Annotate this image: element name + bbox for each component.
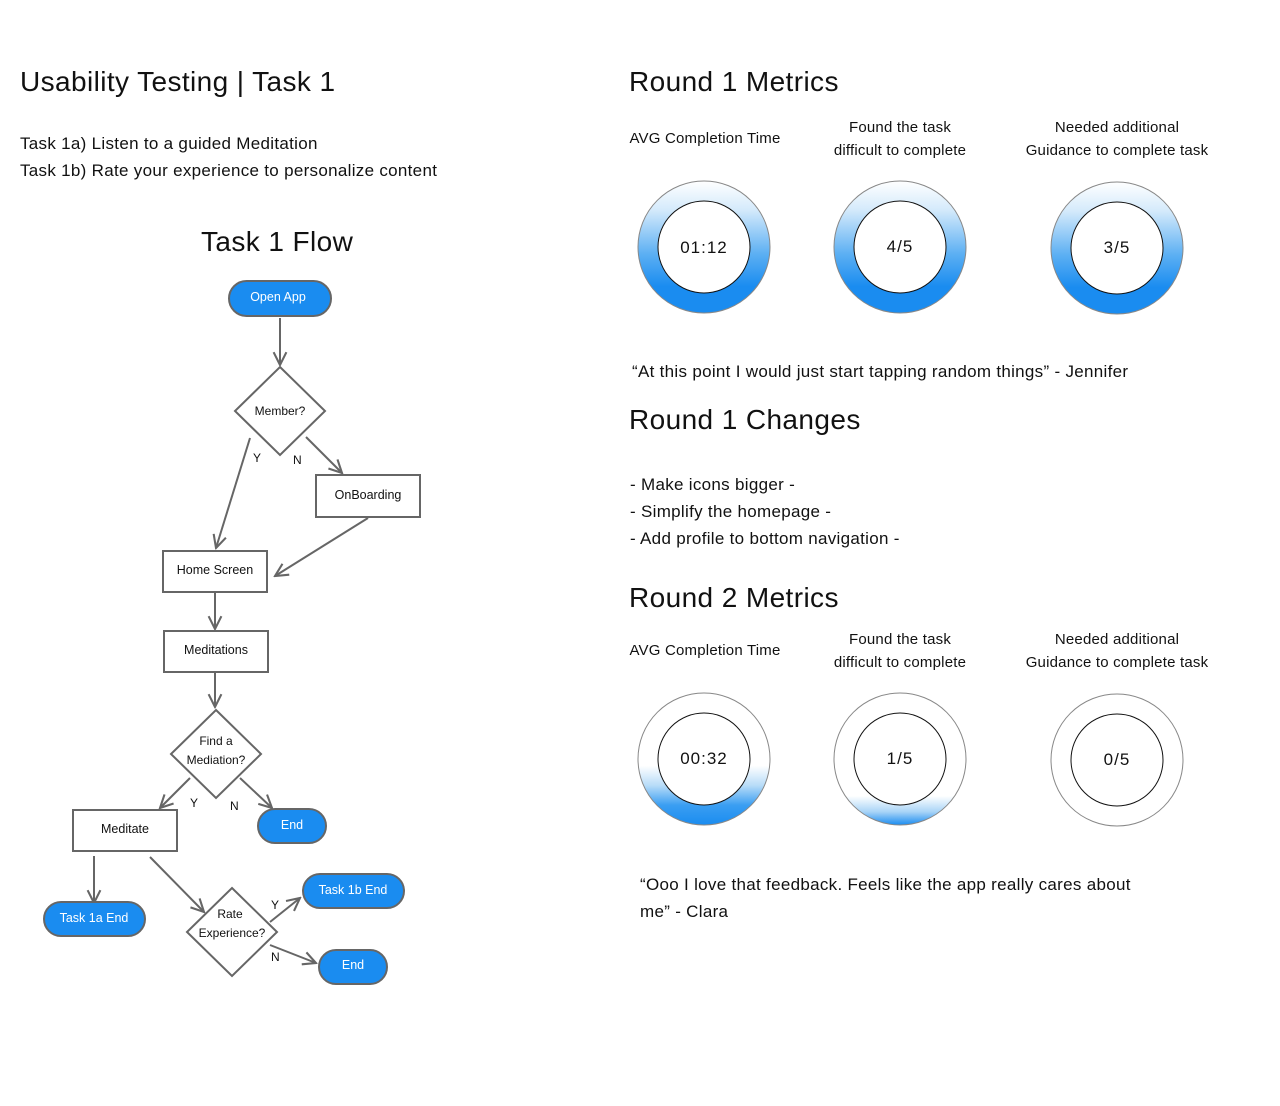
edge-find-no bbox=[239, 777, 272, 808]
node-task1a-end-label: Task 1a End bbox=[60, 911, 129, 925]
round1-gauge-avg: 01:12 bbox=[637, 180, 771, 314]
round1-guidance-label: Needed additional Guidance to complete t… bbox=[1007, 116, 1227, 162]
round2-guidance-label-line1: Needed additional bbox=[1054, 631, 1180, 648]
edge-label-find-yes: Y bbox=[190, 796, 198, 810]
round1-difficult-label-line2: difficult to complete bbox=[833, 142, 967, 159]
node-end-rate-label: End bbox=[342, 958, 364, 972]
node-member-label: Member? bbox=[255, 404, 306, 418]
node-end-find-label: End bbox=[281, 818, 303, 832]
node-task1b-end-label: Task 1b End bbox=[319, 883, 388, 897]
round2-difficult-label-line2: difficult to complete bbox=[833, 654, 967, 671]
round1-avg-value: 01:12 bbox=[680, 238, 728, 257]
edge-label-find-no: N bbox=[230, 799, 239, 813]
edge-onboarding-to-home bbox=[275, 517, 369, 576]
task-1b-text: Task 1b) Rate your experience to persona… bbox=[20, 161, 438, 180]
round1-changes-title: Round 1 Changes bbox=[629, 404, 861, 435]
node-find-meditation-decision: Find a Mediation? bbox=[169, 708, 263, 800]
page-title: Usability Testing | Task 1 bbox=[20, 66, 336, 97]
node-home-screen: Home Screen bbox=[162, 550, 268, 593]
node-task1b-end: Task 1b End bbox=[302, 873, 405, 909]
edge-meditate-to-rate bbox=[149, 856, 204, 912]
node-task1a-end: Task 1a End bbox=[43, 901, 146, 937]
round2-avg-value: 00:32 bbox=[680, 749, 728, 768]
round2-gauge-difficult: 1/5 bbox=[833, 692, 967, 826]
round1-gauges: 01:12 4/5 3/5 bbox=[637, 180, 1184, 315]
node-onboarding: OnBoarding bbox=[315, 474, 421, 518]
round2-metrics-title: Round 2 Metrics bbox=[629, 582, 839, 613]
node-open-app: Open App bbox=[228, 280, 332, 317]
edge-find-yes bbox=[160, 777, 191, 808]
round2-gauge-avg: 00:32 bbox=[637, 692, 771, 826]
round2-quote: “Ooo I love that feedback. Feels like th… bbox=[640, 875, 1131, 921]
edge-rate-yes bbox=[269, 898, 300, 923]
node-rate-label-1: Rate bbox=[217, 907, 243, 921]
round2-guidance-label-line2: Guidance to complete task bbox=[1025, 654, 1209, 671]
edge-label-rate-no: N bbox=[271, 950, 280, 964]
round1-guidance-label-line2: Guidance to complete task bbox=[1025, 142, 1209, 159]
edge-label-rate-yes: Y bbox=[271, 898, 279, 912]
node-meditate: Meditate bbox=[72, 809, 178, 852]
round1-difficult-value: 4/5 bbox=[887, 237, 914, 256]
round1-quote: “At this point I would just start tappin… bbox=[632, 362, 1129, 381]
edge-rate-no bbox=[269, 944, 316, 963]
node-rate-label-2: Experience? bbox=[199, 926, 266, 940]
node-end-find: End bbox=[257, 808, 327, 844]
node-end-rate: End bbox=[318, 949, 388, 985]
node-rate-decision: Rate Experience? bbox=[185, 886, 279, 978]
edge-member-yes bbox=[216, 437, 251, 548]
edge-label-member-yes: Y bbox=[253, 451, 261, 465]
round2-guidance-value: 0/5 bbox=[1104, 750, 1131, 769]
round2-guidance-label: Needed additional Guidance to complete t… bbox=[1007, 628, 1227, 674]
node-home-screen-label: Home Screen bbox=[177, 563, 253, 577]
round2-difficult-label: Found the task difficult to complete bbox=[800, 628, 1000, 674]
edge-label-member-no: N bbox=[293, 453, 302, 467]
change-item: - Simplify the homepage - bbox=[630, 502, 832, 521]
task-flow-diagram: Y N Y N Y N Open App Member? OnBoarding … bbox=[43, 280, 421, 985]
node-member-decision: Member? bbox=[233, 365, 327, 457]
node-meditate-label: Meditate bbox=[101, 822, 149, 836]
round1-gauge-guidance: 3/5 bbox=[1050, 181, 1184, 315]
round2-difficult-label-line1: Found the task bbox=[848, 631, 952, 648]
round1-guidance-value: 3/5 bbox=[1104, 238, 1131, 257]
round2-gauges: 00:32 1/5 0/5 bbox=[637, 692, 1184, 827]
round2-gauge-guidance: 0/5 bbox=[1050, 693, 1184, 827]
node-meditations-label: Meditations bbox=[184, 643, 248, 657]
round1-metrics-title: Round 1 Metrics bbox=[629, 66, 839, 97]
node-find-label-2: Mediation? bbox=[187, 753, 246, 767]
flow-title: Task 1 Flow bbox=[201, 226, 354, 257]
round1-avg-label: AVG Completion Time bbox=[629, 130, 781, 147]
round1-difficult-label-line1: Found the task bbox=[848, 119, 952, 136]
round1-gauge-difficult: 4/5 bbox=[833, 180, 967, 314]
change-item: - Add profile to bottom navigation - bbox=[630, 529, 900, 548]
node-meditations: Meditations bbox=[163, 630, 269, 673]
change-item: - Make icons bigger - bbox=[630, 475, 796, 494]
round2-difficult-value: 1/5 bbox=[887, 749, 914, 768]
node-find-label-1: Find a bbox=[199, 734, 233, 748]
round1-guidance-label-line1: Needed additional bbox=[1054, 119, 1180, 136]
task-1a-text: Task 1a) Listen to a guided Meditation bbox=[20, 134, 318, 153]
edge-member-no bbox=[305, 436, 342, 473]
round2-avg-label: AVG Completion Time bbox=[629, 642, 781, 659]
round1-difficult-label: Found the task difficult to complete bbox=[800, 116, 1000, 162]
node-open-app-label: Open App bbox=[250, 290, 306, 304]
node-onboarding-label: OnBoarding bbox=[335, 488, 402, 502]
